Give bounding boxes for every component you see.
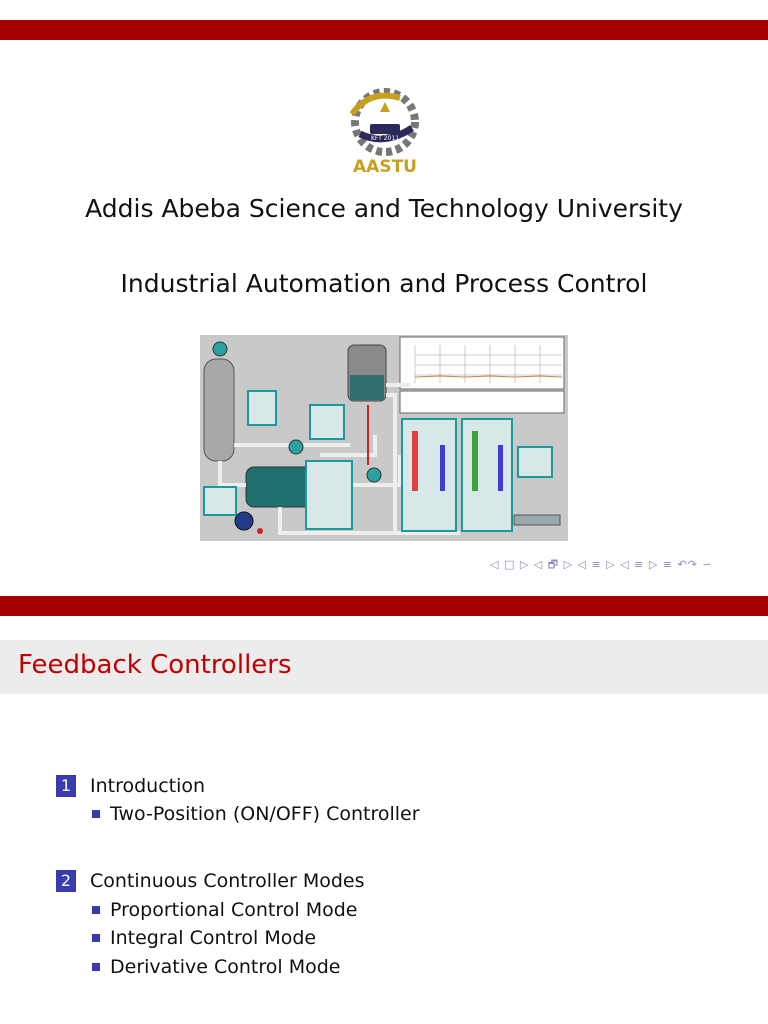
bullet-icon [92, 906, 100, 914]
bullet-icon [92, 963, 100, 971]
beamer-navigation[interactable]: ◁ □ ▷ ◁ 🗗 ▷ ◁ ≡ ▷ ◁ ≡ ▷ ≡ ↶↷ ∽ [490, 558, 713, 571]
slide-title: Feedback Controllers [18, 650, 292, 680]
bullet-icon [92, 934, 100, 942]
course-title: Industrial Automation and Process Contro… [120, 269, 648, 298]
section-number: 1 [56, 775, 76, 797]
section-2-item-1: Proportional Control Mode [92, 899, 357, 921]
section-2-item-3: Derivative Control Mode [92, 956, 341, 978]
aastu-logo: KFT 2011 AASTU [349, 88, 419, 176]
university-name: Addis Abeba Science and Technology Unive… [85, 194, 683, 223]
top-red-band [0, 20, 768, 40]
logo-text: AASTU [353, 157, 417, 176]
section-1-item-1: Two-Position (ON/OFF) Controller [92, 803, 420, 825]
section-label: Continuous Controller Modes [90, 870, 365, 892]
section-2-item-2: Integral Control Mode [92, 927, 316, 949]
section-2: 2 Continuous Controller Modes [56, 870, 365, 892]
svg-text:KFT 2011: KFT 2011 [371, 135, 399, 142]
process-hmi-image [200, 335, 568, 541]
slide2-red-band [0, 596, 768, 616]
slide2-title-bar [0, 640, 768, 694]
section-1: 1 Introduction [56, 775, 205, 797]
section-number: 2 [56, 870, 76, 892]
section-label: Introduction [90, 775, 206, 797]
bullet-icon [92, 810, 100, 818]
